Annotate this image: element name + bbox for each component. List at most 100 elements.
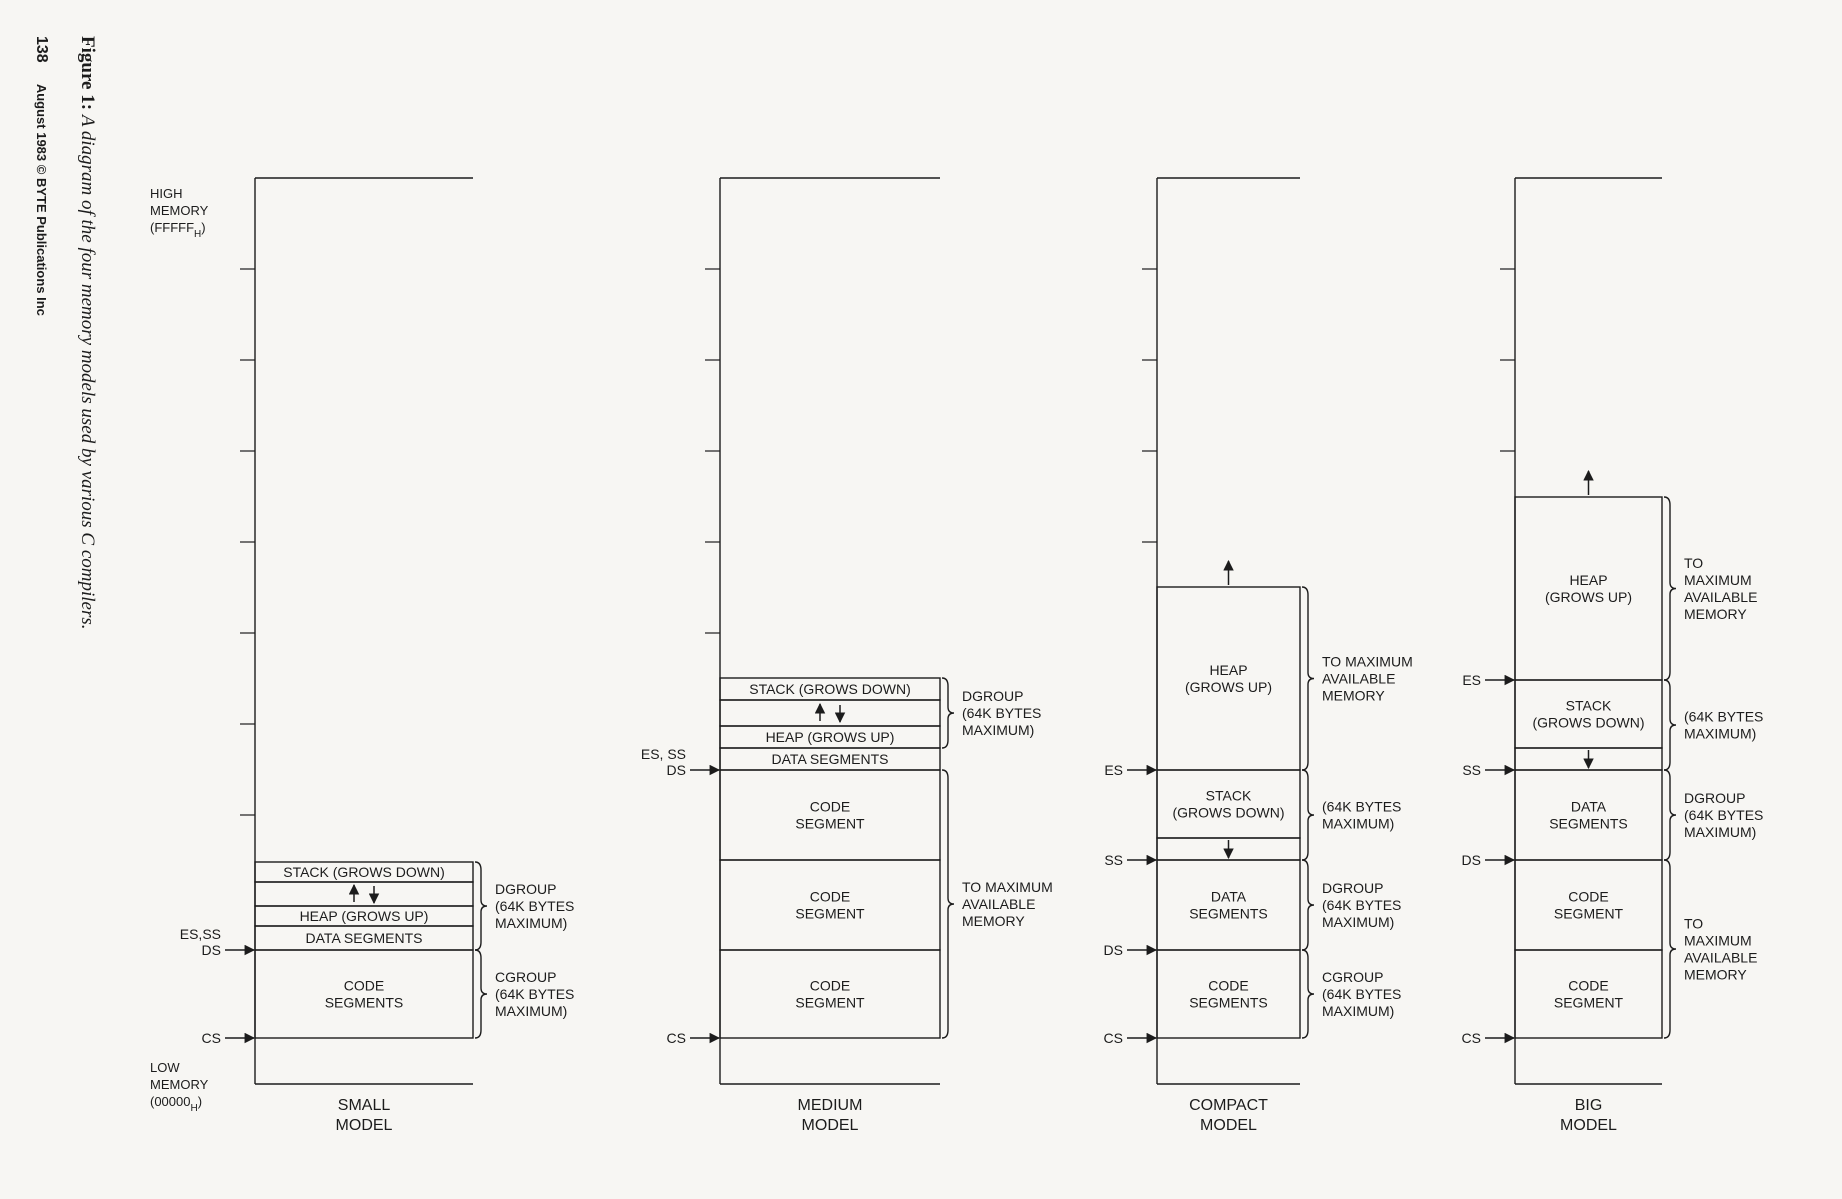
group-label: (64K BYTES bbox=[1684, 709, 1763, 725]
memory-segment-box bbox=[719, 949, 941, 1039]
segment-label: (GROWS DOWN) bbox=[1533, 715, 1645, 731]
low-memory-label-address: (00000H) bbox=[150, 1094, 202, 1114]
segment-label: DATA SEGMENTS bbox=[772, 751, 889, 767]
group-label: TO bbox=[1684, 916, 1703, 932]
model-name: BIG bbox=[1575, 1097, 1603, 1114]
hex-subscript: H bbox=[194, 229, 201, 240]
segment-pointer-label: CS bbox=[1462, 1030, 1481, 1046]
group-brace bbox=[1301, 769, 1315, 861]
segment-label: (GROWS UP) bbox=[1545, 589, 1632, 605]
group-label: TO MAXIMUM bbox=[1322, 654, 1413, 670]
segment-label: SEGMENT bbox=[1554, 995, 1624, 1011]
high-memory-label-line2: MEMORY bbox=[150, 203, 209, 218]
group-label: MAXIMUM) bbox=[495, 1003, 567, 1019]
group-label: CGROUP bbox=[495, 969, 556, 985]
segment-pointer-label: CS bbox=[1104, 1030, 1123, 1046]
address-value: (FFFFF bbox=[150, 220, 194, 235]
group-label: MAXIMUM) bbox=[1322, 816, 1394, 832]
memory-segment-box bbox=[1156, 949, 1301, 1039]
group-label: (64K BYTES bbox=[1684, 807, 1763, 823]
group-label: MAXIMUM) bbox=[962, 722, 1034, 738]
group-label: (64K BYTES bbox=[1322, 799, 1401, 815]
memory-segment-box bbox=[254, 949, 474, 1039]
group-label: (64K BYTES bbox=[962, 705, 1041, 721]
segment-label: CODE bbox=[1568, 889, 1608, 905]
segment-pointer-label: ES, SS bbox=[641, 746, 686, 762]
segment-label: SEGMENTS bbox=[1189, 995, 1268, 1011]
model-2: HEAP(GROWS UP) STACK(GROWS DOWN) DATA SEGME… bbox=[1104, 177, 1413, 1134]
model-3: HEAP(GROWS UP)STACK(GROWS DOWN)DATASEGME… bbox=[1462, 177, 1763, 1134]
segment-label: DATA bbox=[1571, 799, 1607, 815]
group-label: CGROUP bbox=[1322, 969, 1383, 985]
segment-label: STACK bbox=[1566, 698, 1612, 714]
group-label: MEMORY bbox=[1322, 688, 1385, 704]
group-brace bbox=[1663, 859, 1677, 1039]
model-0: STACK (GROWS DOWN)HEAP (GROWS UP)DATA SE… bbox=[180, 177, 574, 1134]
segment-label: HEAP (GROWS UP) bbox=[766, 729, 895, 745]
segment-label: CODE bbox=[810, 799, 850, 815]
high-memory-label-address: (FFFFFH) bbox=[150, 220, 206, 240]
model-1: STACK (GROWS DOWN)HEAP (GROWS UP)DATA SE… bbox=[641, 177, 1053, 1134]
segment-label: CODE bbox=[810, 889, 850, 905]
group-label: MAXIMUM) bbox=[1322, 914, 1394, 930]
group-brace bbox=[1663, 769, 1677, 861]
group-brace bbox=[474, 949, 488, 1039]
memory-segment-box bbox=[719, 699, 941, 727]
group-label: (64K BYTES bbox=[495, 898, 574, 914]
group-brace bbox=[941, 677, 955, 749]
segment-label: DATA SEGMENTS bbox=[306, 930, 423, 946]
group-label: AVAILABLE bbox=[1684, 589, 1757, 605]
segment-label: HEAP bbox=[1569, 572, 1607, 588]
segment-label: SEGMENT bbox=[795, 906, 865, 922]
segment-label: SEGMENT bbox=[795, 816, 865, 832]
group-label: AVAILABLE bbox=[962, 896, 1035, 912]
address-close: ) bbox=[201, 220, 205, 235]
group-label: AVAILABLE bbox=[1322, 671, 1395, 687]
segment-pointer-label: ES,SS bbox=[180, 926, 221, 942]
model-name: MODEL bbox=[1200, 1117, 1257, 1134]
high-memory-label-line1: HIGH bbox=[150, 186, 183, 201]
segment-label: (GROWS DOWN) bbox=[1173, 805, 1285, 821]
segment-pointer-label: DS bbox=[1104, 942, 1123, 958]
model-name: MEDIUM bbox=[798, 1097, 863, 1114]
group-label: DGROUP bbox=[1684, 790, 1745, 806]
segment-label: CODE bbox=[1208, 978, 1248, 994]
group-label: TO bbox=[1684, 555, 1703, 571]
group-label: TO MAXIMUM bbox=[962, 879, 1053, 895]
memory-segment-box bbox=[254, 881, 474, 907]
segment-label: SEGMENTS bbox=[1549, 816, 1628, 832]
group-label: MEMORY bbox=[1684, 967, 1747, 983]
segment-label: HEAP bbox=[1209, 662, 1247, 678]
model-name: MODEL bbox=[1560, 1117, 1617, 1134]
group-brace bbox=[941, 769, 955, 1039]
group-label: MEMORY bbox=[962, 913, 1025, 929]
segment-label: STACK bbox=[1206, 788, 1252, 804]
address-close: ) bbox=[198, 1094, 202, 1109]
segment-pointer-label: SS bbox=[1462, 762, 1481, 778]
group-label: DGROUP bbox=[962, 688, 1023, 704]
low-memory-label-line1: LOW bbox=[150, 1060, 180, 1075]
segment-pointer-label: DS bbox=[202, 942, 221, 958]
segment-label: DATA bbox=[1211, 889, 1247, 905]
segment-pointer-label: CS bbox=[667, 1030, 686, 1046]
segment-label: CODE bbox=[1568, 978, 1608, 994]
model-name: MODEL bbox=[802, 1117, 859, 1134]
group-label: AVAILABLE bbox=[1684, 950, 1757, 966]
model-name: SMALL bbox=[338, 1097, 391, 1114]
segment-pointer-label: SS bbox=[1104, 852, 1123, 868]
group-brace bbox=[1301, 586, 1315, 771]
low-memory-label-line2: MEMORY bbox=[150, 1077, 209, 1092]
group-brace bbox=[1663, 496, 1677, 681]
group-label: MAXIMUM bbox=[1684, 933, 1752, 949]
group-label: DGROUP bbox=[495, 881, 556, 897]
segment-label: SEGMENT bbox=[795, 995, 865, 1011]
segment-label: CODE bbox=[810, 978, 850, 994]
address-value: (00000 bbox=[150, 1094, 190, 1109]
memory-segment-box bbox=[1514, 949, 1663, 1039]
group-brace bbox=[1663, 679, 1677, 771]
segment-label: (GROWS UP) bbox=[1185, 679, 1272, 695]
group-brace bbox=[474, 861, 488, 951]
segment-label: STACK (GROWS DOWN) bbox=[283, 864, 445, 880]
model-name: COMPACT bbox=[1189, 1097, 1268, 1114]
